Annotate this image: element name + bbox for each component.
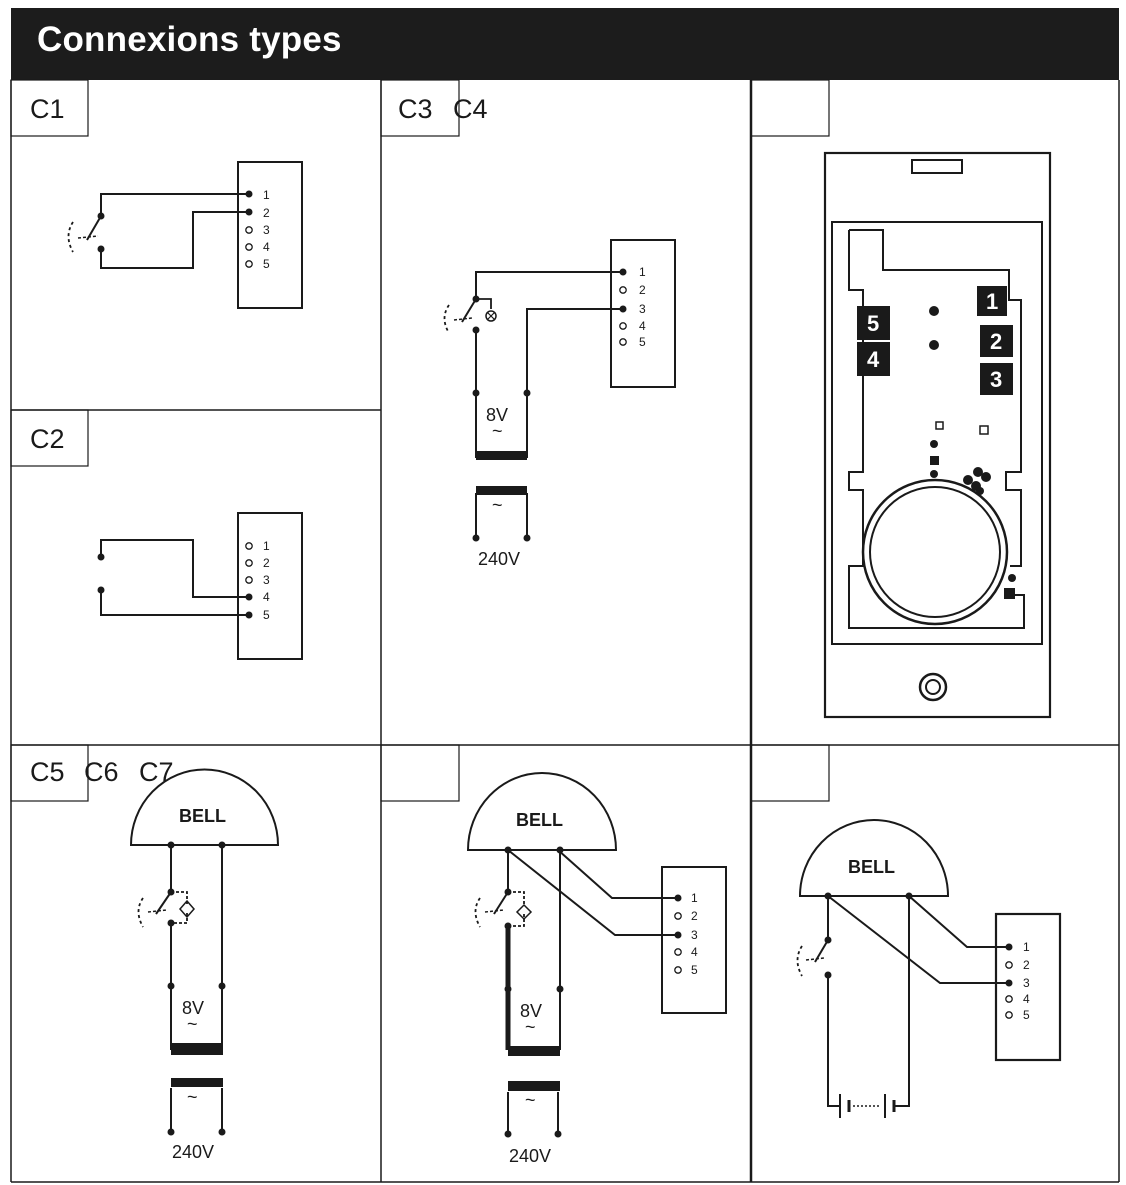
terminal-number: 3 bbox=[691, 928, 698, 942]
panel-bell-battery bbox=[796, 819, 1062, 1118]
dial-inner bbox=[869, 486, 1001, 618]
terminal-number: 1 bbox=[263, 188, 270, 202]
terminal-block bbox=[994, 912, 1062, 1062]
terminal-number: 5 bbox=[1023, 1008, 1030, 1022]
terminal-number: 5 bbox=[263, 608, 270, 622]
panel-label-c2: C2 bbox=[30, 424, 65, 454]
lamp-symbol bbox=[179, 899, 195, 919]
device-inner-panel bbox=[831, 221, 1043, 645]
bell-shape bbox=[466, 772, 618, 851]
device-frame bbox=[823, 151, 1052, 719]
mains-voltage-label: 240V bbox=[172, 1142, 214, 1162]
badge-label: 3 bbox=[990, 367, 1002, 392]
device-slot bbox=[911, 159, 963, 174]
switch-arc bbox=[67, 221, 74, 253]
badge-1 bbox=[977, 286, 1007, 316]
badge-label: 1 bbox=[986, 289, 998, 314]
bell-label: BELL bbox=[516, 810, 563, 830]
terminal-number: 3 bbox=[639, 302, 646, 316]
badge-label: 2 bbox=[990, 329, 1002, 354]
terminal-block bbox=[661, 866, 727, 1014]
terminal-number: 2 bbox=[263, 206, 270, 220]
switch-lever bbox=[86, 215, 102, 241]
badge-3 bbox=[980, 363, 1013, 395]
terminal-number: 2 bbox=[263, 556, 270, 570]
panel-label-c1: C1 bbox=[30, 94, 65, 124]
battery-symbol bbox=[839, 1094, 896, 1118]
badge-2 bbox=[980, 325, 1013, 357]
badge-label: 4 bbox=[867, 347, 880, 372]
terminal-number: 4 bbox=[691, 945, 698, 959]
ac-symbol: ~ bbox=[187, 1087, 198, 1107]
bell-shape bbox=[798, 819, 950, 897]
terminal-number: 2 bbox=[1023, 958, 1030, 972]
terminal-number: 5 bbox=[263, 257, 270, 271]
ac-symbol: ~ bbox=[525, 1017, 536, 1037]
panel-c5c6c7 bbox=[129, 768, 280, 1132]
low-voltage-label: 8V bbox=[520, 1001, 542, 1021]
panel-label-c5: C5 bbox=[30, 757, 65, 787]
badge-label: 5 bbox=[867, 311, 879, 336]
panel-label-c6: C6 bbox=[84, 757, 119, 787]
terminal-block bbox=[237, 161, 303, 309]
ac-symbol: ~ bbox=[492, 421, 503, 441]
terminal-number: 2 bbox=[639, 283, 646, 297]
terminal-number: 5 bbox=[639, 335, 646, 349]
terminal-number: 1 bbox=[691, 891, 698, 905]
badge-5 bbox=[857, 306, 890, 340]
lamp-symbol bbox=[515, 903, 533, 921]
device-back-plate bbox=[823, 151, 1052, 719]
page-title: Connexions types bbox=[37, 20, 342, 59]
terminal-number: 2 bbox=[691, 909, 698, 923]
ac-symbol: ~ bbox=[525, 1090, 536, 1110]
grid-lines bbox=[10, 80, 1120, 1183]
header-bar: Connexions types bbox=[11, 8, 1119, 80]
panel-label-c3: C3 bbox=[398, 94, 433, 124]
bell-label: BELL bbox=[179, 806, 226, 826]
terminal-number: 4 bbox=[639, 319, 646, 333]
terminal-number: 3 bbox=[263, 573, 270, 587]
terminal-number: 4 bbox=[263, 590, 270, 604]
mounting-hole bbox=[918, 672, 948, 702]
terminal-number: 3 bbox=[1023, 976, 1030, 990]
lamp-symbol bbox=[485, 310, 497, 322]
transformer-secondary bbox=[508, 1046, 560, 1056]
bell-label: BELL bbox=[848, 857, 895, 877]
low-voltage-label: 8V bbox=[182, 998, 204, 1018]
transformer-primary bbox=[476, 486, 527, 495]
terminal-number: 4 bbox=[1023, 992, 1030, 1006]
terminal-number: 3 bbox=[263, 223, 270, 237]
mains-voltage-label: 240V bbox=[478, 549, 520, 569]
switch-arc bbox=[474, 897, 481, 928]
panel-label-c4: C4 bbox=[453, 94, 488, 124]
transformer-primary bbox=[508, 1081, 560, 1091]
ac-symbol: ~ bbox=[187, 1014, 198, 1034]
bell-shape bbox=[129, 768, 280, 846]
terminal-block bbox=[237, 512, 303, 660]
switch-arc bbox=[796, 945, 803, 977]
transformer-secondary bbox=[171, 1043, 223, 1055]
terminal-number: 1 bbox=[639, 265, 646, 279]
transformer-secondary bbox=[476, 451, 527, 460]
panel-c2 bbox=[100, 512, 303, 660]
ac-symbol: ~ bbox=[492, 495, 503, 515]
dial-outer bbox=[861, 478, 1009, 626]
badge-4 bbox=[857, 342, 890, 376]
transformer-primary bbox=[171, 1078, 223, 1087]
low-voltage-label: 8V bbox=[486, 405, 508, 425]
panel-bell-8v bbox=[466, 772, 727, 1134]
terminal-number: 4 bbox=[263, 240, 270, 254]
terminal-number: 1 bbox=[1023, 940, 1030, 954]
switch-arc bbox=[443, 304, 450, 334]
panel-c1 bbox=[67, 161, 303, 309]
terminal-block bbox=[610, 239, 676, 388]
mains-voltage-label: 240V bbox=[509, 1146, 551, 1166]
switch-arc bbox=[137, 897, 144, 928]
panel-label-c7: C7 bbox=[139, 757, 174, 787]
panel-c3c4 bbox=[443, 239, 676, 538]
terminal-number: 5 bbox=[691, 963, 698, 977]
label-boxes bbox=[10, 79, 830, 802]
terminal-number: 1 bbox=[263, 539, 270, 553]
